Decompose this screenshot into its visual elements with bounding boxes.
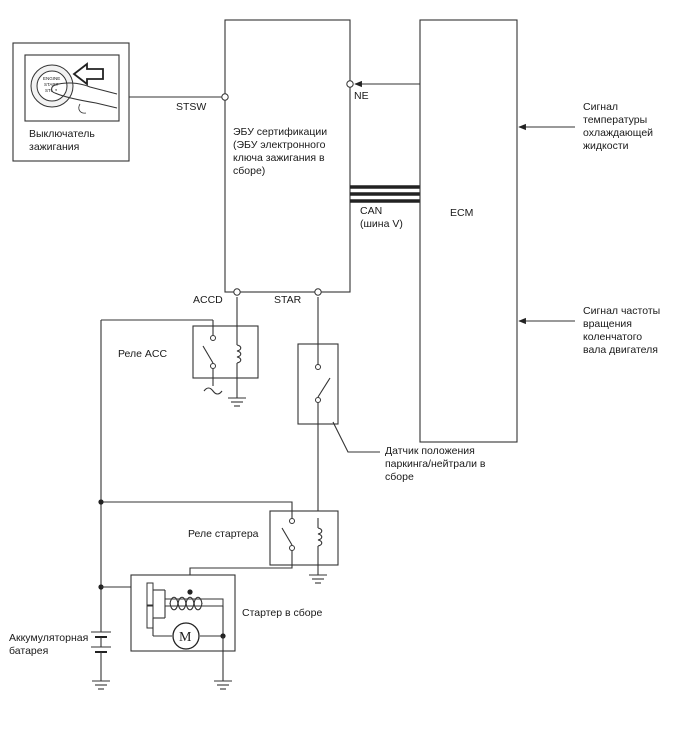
finger-icon bbox=[51, 82, 118, 114]
crank-signal-label-3: коленчатого bbox=[583, 331, 642, 343]
terminal-accd: ACCD bbox=[193, 294, 223, 306]
battery-label-2: батарея bbox=[9, 645, 48, 657]
battery-label-1: Аккумуляторная bbox=[9, 632, 88, 644]
acc-relay-coil-icon bbox=[236, 344, 242, 364]
starter-assembly-label: Стартер в сборе bbox=[242, 607, 322, 619]
ground-icon bbox=[228, 397, 246, 407]
terminal-accd-pin bbox=[233, 288, 241, 296]
starter-relay bbox=[269, 510, 339, 575]
ignition-switch: ENGINE START STOP Выключатель зажигания bbox=[12, 42, 130, 162]
ground-icon bbox=[92, 680, 110, 690]
button-text-stop: STOP bbox=[45, 88, 57, 93]
button-text-start: START bbox=[44, 82, 59, 87]
motor-icon bbox=[172, 622, 200, 650]
coolant-signal-label-4: жидкости bbox=[583, 140, 629, 152]
ignition-switch-label-2: зажигания bbox=[29, 141, 79, 153]
starter-assembly: M bbox=[130, 574, 236, 681]
can-bus-lines bbox=[350, 185, 420, 203]
acc-output-tilde-icon bbox=[203, 387, 223, 395]
ground-icon bbox=[214, 680, 232, 690]
ecm-label: ECM bbox=[450, 207, 473, 219]
crank-signal-label-4: вала двигателя bbox=[583, 344, 658, 356]
starter-relay-label: Реле стартера bbox=[188, 528, 259, 540]
ecm-box bbox=[419, 19, 518, 443]
acc-relay bbox=[192, 297, 259, 398]
crank-signal-label-2: вращения bbox=[583, 318, 632, 330]
park-neutral-label-1: Датчик положения bbox=[385, 445, 475, 457]
can-bus-label-1: CAN bbox=[360, 205, 382, 217]
terminal-stsw: STSW bbox=[176, 101, 206, 113]
cert-ecu-label-4: сборе) bbox=[233, 165, 265, 177]
motor-symbol: M bbox=[179, 630, 192, 645]
park-neutral-label-3: сборе bbox=[385, 471, 414, 483]
cert-ecu-label-3: ключа зажигания в bbox=[233, 152, 325, 164]
button-text-engine: ENGINE bbox=[43, 76, 60, 81]
crank-signal-label-1: Сигнал частоты bbox=[583, 305, 660, 317]
ignition-switch-label-1: Выключатель bbox=[29, 128, 95, 140]
acc-relay-label: Реле ACC bbox=[118, 348, 168, 360]
certification-ecu-box bbox=[224, 19, 351, 293]
terminal-stsw-pin bbox=[221, 93, 229, 101]
ground-icon bbox=[309, 574, 327, 584]
terminal-star-pin bbox=[314, 288, 322, 296]
battery-icon bbox=[91, 631, 111, 681]
push-arrow-icon bbox=[72, 62, 104, 86]
cert-ecu-label-1: ЭБУ сертификации bbox=[233, 126, 327, 138]
coolant-signal-label-2: температуры bbox=[583, 114, 647, 126]
cert-ecu-label-2: (ЭБУ электронного bbox=[233, 139, 326, 151]
terminal-star: STAR bbox=[274, 294, 302, 306]
coolant-signal-label-3: охлаждающей bbox=[583, 127, 653, 139]
park-neutral-switch bbox=[297, 297, 339, 518]
coolant-signal-label-1: Сигнал bbox=[583, 101, 618, 113]
terminal-ne: NE bbox=[354, 90, 369, 102]
ignition-button-icon: ENGINE START STOP bbox=[30, 64, 74, 108]
can-bus-label-2: (шина V) bbox=[360, 218, 403, 230]
park-neutral-label-2: паркинга/нейтрали в bbox=[385, 458, 486, 470]
terminal-ne-pin bbox=[346, 80, 354, 88]
starter-relay-coil-icon bbox=[317, 527, 323, 547]
